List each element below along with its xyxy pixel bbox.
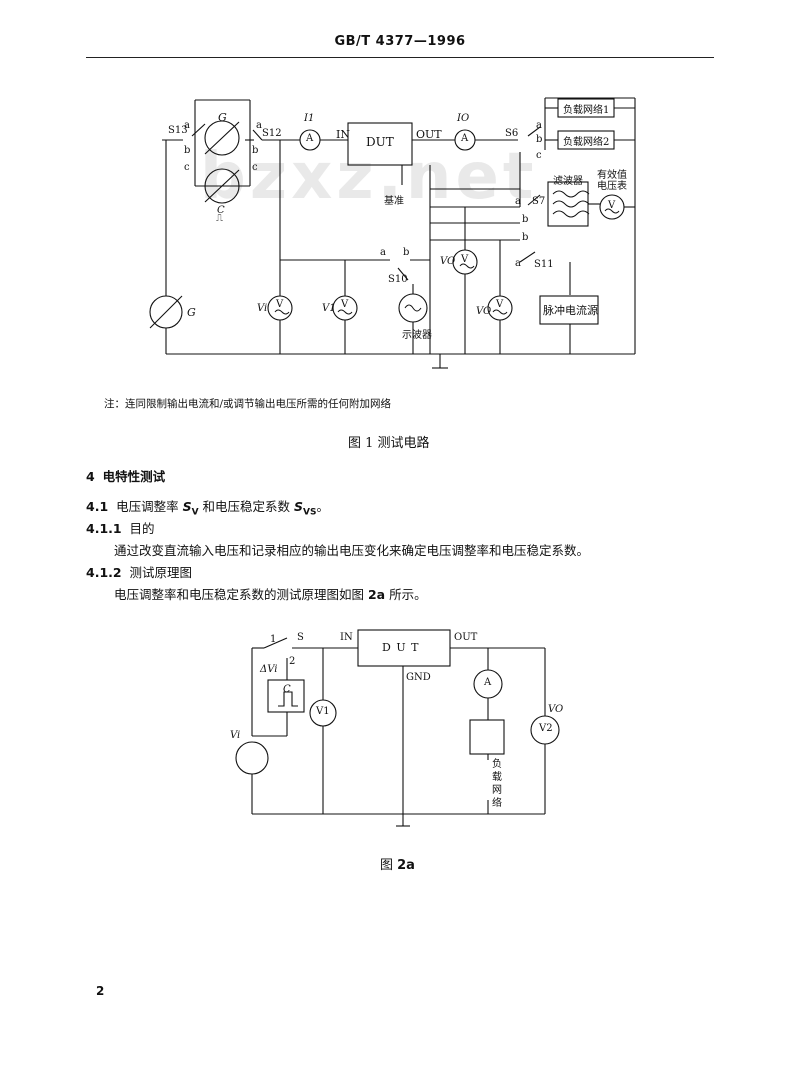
rms-voltmeter-icon: V xyxy=(608,200,616,211)
fig2a-load-network-label: 负 载 网 络 xyxy=(492,759,502,809)
label-out: OUT xyxy=(416,128,442,141)
voltmeter-vi-icon: V xyxy=(276,299,284,310)
ammeter-i1-icon: A xyxy=(306,133,314,144)
fig2a-voltmeter-v1-icon: V1 xyxy=(316,706,330,717)
label-b2: b xyxy=(252,145,259,156)
voltmeter-vo-icon: V xyxy=(461,254,469,265)
label-g-source: G xyxy=(187,306,196,319)
label-c3: c xyxy=(536,150,542,161)
section-4-1-2-heading: 4.1.2 测试原理图 xyxy=(86,562,192,581)
label-s12: S12 xyxy=(262,128,282,139)
label-in: IN xyxy=(336,128,350,141)
section-4-1-1-number: 4.1.1 xyxy=(86,521,122,536)
fig2a-voltmeter-v2-icon: V2 xyxy=(539,723,553,734)
label-c: c xyxy=(184,162,190,173)
section-4-title: 电特性测试 xyxy=(102,469,166,484)
section-4-1-number: 4.1 xyxy=(86,499,109,514)
figure-2a-caption-number: 2a xyxy=(397,858,415,873)
symbol-sv: S xyxy=(182,499,192,514)
section-4-1-2-title: 测试原理图 xyxy=(129,565,193,580)
label-i1: I1 xyxy=(304,113,315,124)
label-dut: DUT xyxy=(366,135,394,149)
fig2a-label-c: C xyxy=(283,684,291,695)
figure-1-caption: 图 1 测试电路 xyxy=(348,436,430,451)
page-number: 2 xyxy=(96,984,105,998)
label-a2: a xyxy=(256,120,262,131)
label-vo1: VO xyxy=(476,306,492,317)
fig2a-switch-pos-1: 1 xyxy=(270,634,277,645)
section-4-1-2-text-b: 所示。 xyxy=(385,587,427,602)
symbol-svs: S xyxy=(294,499,304,514)
symbol-sv-sub: V xyxy=(191,507,199,518)
fig2a-label-dut: D U T xyxy=(382,641,420,654)
fig2a-label-s: S xyxy=(297,632,304,643)
label-s6: S6 xyxy=(505,128,519,139)
symbol-svs-sub: VS xyxy=(303,507,317,518)
document-header: GB/T 4377—1996 xyxy=(334,34,466,49)
label-oscilloscope: 示波器 xyxy=(402,330,432,341)
label-a5: a xyxy=(380,247,386,258)
section-4-number: 4 xyxy=(86,469,95,484)
label-noise-source: 脉冲电流源 xyxy=(543,304,598,317)
figure-2a-reference: 2a xyxy=(367,587,386,602)
section-4-1-1-title: 目的 xyxy=(129,521,155,536)
ammeter-io-icon: A xyxy=(461,133,469,144)
fig2a-label-out: OUT xyxy=(454,632,478,643)
label-io: IO xyxy=(457,113,470,124)
section-4-1-2-text: 电压调整率和电压稳定系数的测试原理图如图 2a 所示。 xyxy=(114,584,427,603)
header-rule xyxy=(86,57,714,58)
section-4-1-1-text: 通过改变直流输入电压和记录相应的输出电压变化来确定电压调整率和电压稳定系数。 xyxy=(114,543,590,558)
label-s10: S10 xyxy=(388,274,408,285)
section-4-1-title-c: 。 xyxy=(316,499,330,514)
label-generator-c: C xyxy=(217,205,225,216)
section-4-heading: 4 电特性测试 xyxy=(86,466,165,485)
fig2a-label-delta-vi: ΔVi xyxy=(260,664,278,675)
watermark: bzxz.net xyxy=(200,140,538,214)
voltmeter-v1-icon: V xyxy=(341,299,349,310)
label-a3: a xyxy=(536,120,542,131)
figure-2a-caption-prefix: 图 xyxy=(380,858,398,873)
label-a: a xyxy=(184,120,190,131)
load-network-1: 负载网络1 xyxy=(563,105,610,116)
fig2a-switch-pos-2: 2 xyxy=(289,656,296,667)
label-s7: S7 xyxy=(532,196,546,207)
label-b5: b xyxy=(522,232,529,243)
section-4-1-1-heading: 4.1.1 目的 xyxy=(86,518,155,537)
fig2a-ammeter-icon: A xyxy=(484,677,492,688)
label-ground-ref: 基准 xyxy=(384,196,404,207)
label-b: b xyxy=(184,145,191,156)
label-vi: Vi xyxy=(257,303,268,314)
label-generator-g: G xyxy=(218,111,227,124)
voltmeter-vo1-icon: V xyxy=(496,299,504,310)
pulse-icon: ⎍ xyxy=(216,213,223,224)
figure-2a-caption: 图 2a xyxy=(380,854,415,873)
section-4-1-title-b: 和电压稳定系数 xyxy=(198,499,295,514)
fig2a-label-vi: Vi xyxy=(230,730,241,741)
label-vo: VO xyxy=(440,256,456,267)
section-4-1-title-a: 电压调整率 xyxy=(116,499,183,514)
label-a4: a xyxy=(515,196,521,207)
label-rms-meter: 有效值 电压表 xyxy=(597,170,627,192)
label-s13: S13 xyxy=(168,125,188,136)
label-b3: b xyxy=(536,134,543,145)
fig2a-label-vo: VO xyxy=(548,704,564,715)
load-network-2: 负载网络2 xyxy=(563,137,610,148)
fig2a-label-in: IN xyxy=(340,632,353,643)
label-b4: b xyxy=(522,214,529,225)
label-c2: c xyxy=(252,162,258,173)
label-a6: a xyxy=(515,258,521,269)
section-4-1-heading: 4.1 电压调整率 SV 和电压稳定系数 SVS。 xyxy=(86,496,329,518)
label-b6: b xyxy=(403,247,410,258)
figure-1-note: 注：连同限制输出电流和/或调节输出电压所需的任何附加网络 xyxy=(104,398,392,410)
section-4-1-2-number: 4.1.2 xyxy=(86,565,122,580)
fig2a-label-gnd: GND xyxy=(406,672,431,683)
label-filter: 滤波器 xyxy=(553,176,583,187)
section-4-1-2-text-a: 电压调整率和电压稳定系数的测试原理图如图 xyxy=(114,587,368,602)
label-s11: S11 xyxy=(534,259,554,270)
label-v1: V1 xyxy=(322,303,336,314)
